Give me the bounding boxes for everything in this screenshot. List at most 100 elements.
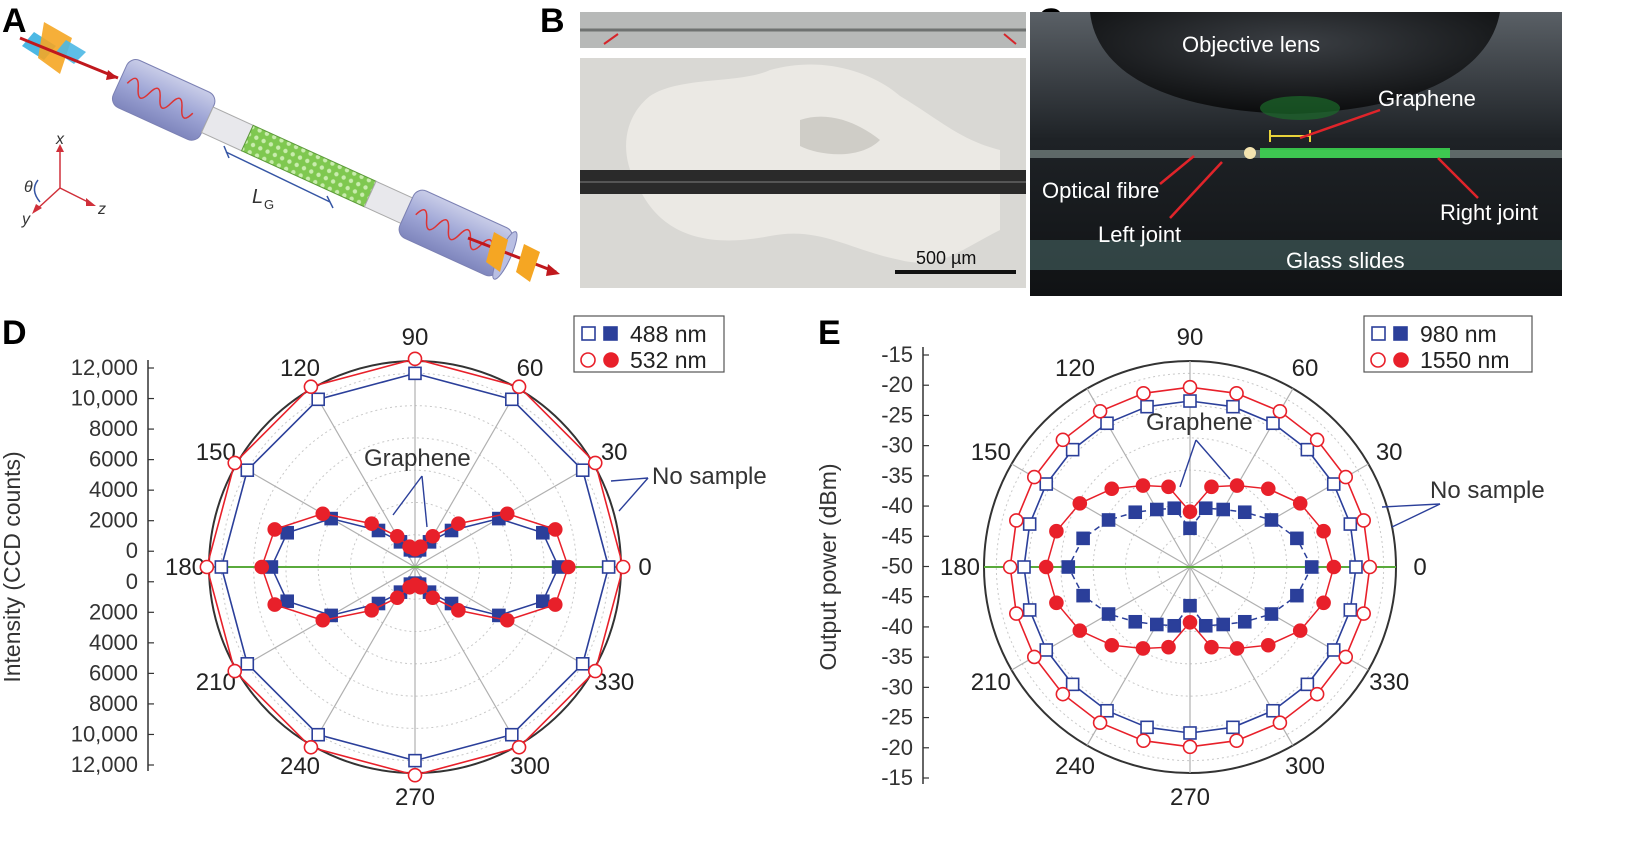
data-point-circle — [511, 379, 527, 395]
input-light-icon — [19, 22, 119, 80]
data-point-square — [1128, 505, 1143, 520]
panel-d-letter: D — [2, 314, 27, 352]
data-point-circle — [1049, 595, 1064, 611]
legend-marker-filled — [1393, 326, 1408, 341]
data-point-circle — [254, 559, 270, 575]
data-point-circle — [1026, 469, 1042, 485]
data-point-circle — [1136, 386, 1151, 401]
data-point-square — [1237, 505, 1252, 520]
data-point-square — [1039, 477, 1054, 491]
y-tick-label: -40 — [881, 614, 913, 639]
data-point-circle — [1055, 432, 1071, 448]
data-point-square — [1343, 603, 1358, 617]
data-point-square — [1266, 703, 1280, 718]
data-point-circle — [1229, 478, 1245, 493]
data-point-circle — [303, 739, 319, 755]
y-tick-label: -15 — [881, 342, 913, 367]
scale-bar-label: 500 µm — [916, 248, 976, 268]
fiber-diagram — [111, 59, 518, 280]
y-axis-title: Output power (dBm) — [815, 463, 841, 670]
annotation-arrow — [1195, 439, 1231, 480]
angle-label: 90 — [1177, 324, 1204, 351]
data-point-circle — [1292, 496, 1308, 511]
data-point-square — [536, 525, 550, 540]
angle-label: 120 — [1055, 355, 1095, 382]
data-point-square — [1065, 442, 1080, 457]
data-point-square — [1128, 614, 1143, 629]
data-point-circle — [1260, 481, 1276, 497]
annotation-arrow — [1179, 439, 1197, 488]
data-point-square — [1264, 607, 1279, 621]
annotation-arrow — [392, 475, 423, 516]
angle-label: 60 — [517, 355, 544, 382]
y-tick-label: 6000 — [89, 660, 138, 685]
data-point-circle — [315, 612, 331, 628]
data-point-circle — [227, 455, 243, 471]
y-tick-label: -25 — [881, 402, 913, 427]
angle-label: 270 — [395, 784, 435, 811]
data-point-circle — [547, 597, 563, 612]
data-point-circle — [1229, 641, 1245, 656]
annotation-arrow — [421, 475, 428, 528]
data-point-square — [1150, 502, 1164, 517]
data-point-square — [1167, 501, 1182, 516]
label-glass-slides: Glass slides — [1286, 248, 1405, 273]
data-point-circle — [227, 663, 243, 679]
data-point-circle — [1338, 649, 1354, 665]
data-point-square — [1300, 442, 1315, 457]
legend-label: 980 nm — [1420, 321, 1497, 347]
data-point-circle — [1055, 686, 1071, 702]
annotation-graphene: Graphene — [364, 445, 471, 472]
annotation-arrow — [1381, 503, 1441, 508]
data-point-circle — [1104, 481, 1120, 497]
data-point-square — [1226, 720, 1240, 735]
data-point-circle — [1338, 469, 1354, 485]
angle-label: 300 — [1285, 753, 1325, 780]
annotation-no-sample: No sample — [1430, 477, 1545, 504]
data-point-square — [1326, 477, 1341, 491]
data-point-circle — [407, 351, 423, 367]
data-point-circle — [389, 528, 405, 544]
data-point-square — [1349, 560, 1363, 574]
data-point-square — [505, 392, 519, 407]
data-point-circle — [1136, 733, 1151, 748]
data-point-square — [1237, 614, 1252, 629]
data-point-square — [1076, 588, 1090, 603]
data-point-square — [1304, 560, 1319, 574]
y-tick-label: -50 — [881, 554, 913, 579]
data-point-circle — [560, 559, 576, 575]
data-point-square — [1100, 416, 1114, 431]
angle-label: 210 — [971, 669, 1011, 696]
data-point-square — [1183, 598, 1197, 613]
data-point-square — [1266, 416, 1280, 431]
y-tick-label: -15 — [881, 765, 913, 790]
data-point-square — [575, 463, 590, 477]
data-point-circle — [1309, 686, 1325, 702]
angle-label: 330 — [1369, 669, 1409, 696]
data-point-circle — [267, 522, 283, 537]
data-point-circle — [451, 516, 466, 531]
y-tick-label: -45 — [881, 584, 913, 609]
annotation-no-sample: No sample — [652, 463, 767, 490]
data-point-circle — [1356, 513, 1371, 528]
data-point-square — [1198, 618, 1213, 633]
y-tick-label: 2000 — [89, 508, 138, 533]
data-point-circle — [1049, 523, 1064, 539]
data-point-square — [536, 594, 550, 609]
data-point-circle — [1009, 606, 1024, 621]
length-label: L — [252, 186, 263, 208]
data-point-circle — [1072, 496, 1088, 511]
y-tick-label: -30 — [881, 433, 913, 458]
y-tick-label: 6000 — [89, 447, 138, 472]
data-point-circle — [1182, 739, 1198, 755]
y-tick-label: 4000 — [89, 477, 138, 502]
data-point-square — [1264, 513, 1279, 527]
angle-label: 300 — [510, 753, 550, 780]
legend-marker-open — [581, 326, 596, 341]
legend-marker-open — [1371, 326, 1386, 341]
polar-chart-d: 030609012015018021024027030033012,00010,… — [0, 315, 767, 811]
coordinate-axes — [32, 144, 96, 214]
data-point-square — [408, 753, 422, 768]
data-point-square — [1290, 588, 1304, 603]
y-tick-label: 0 — [126, 569, 138, 594]
